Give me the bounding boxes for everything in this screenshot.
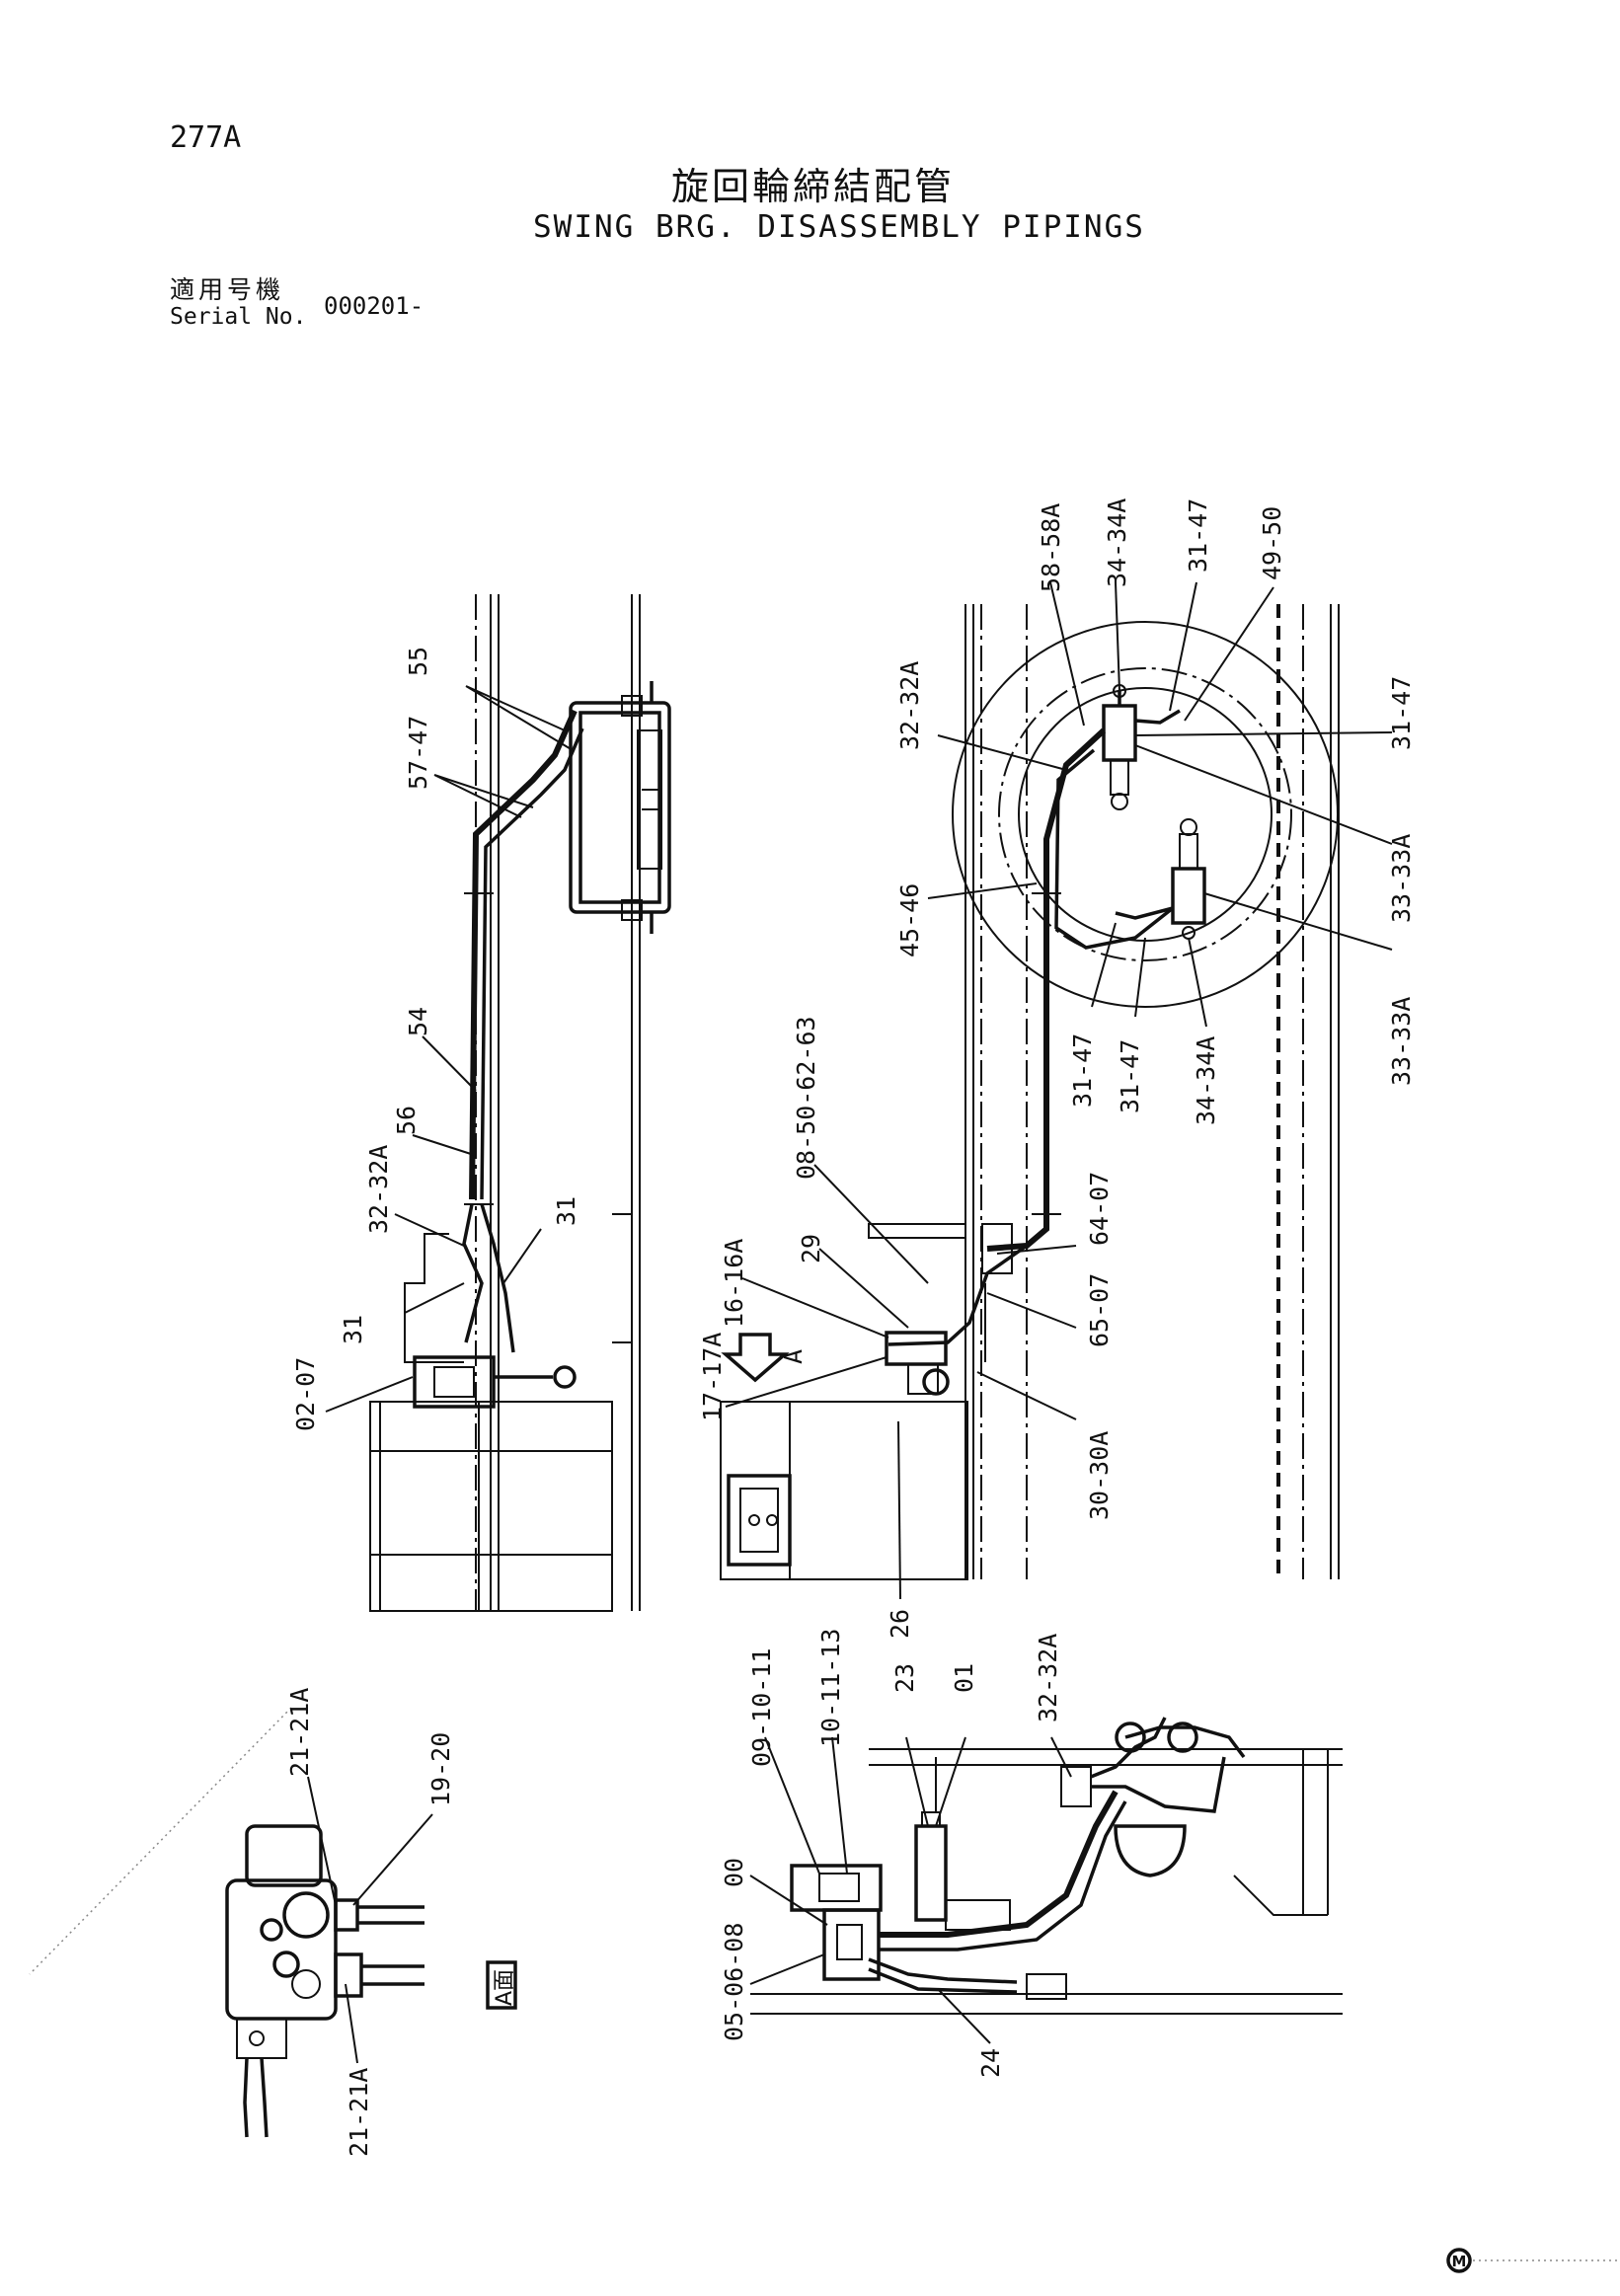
part-label: 26 [886, 1609, 914, 1639]
part-label: 32-32A [895, 661, 924, 750]
part-label: 17-17A [698, 1333, 727, 1421]
part-label: 34-34A [1103, 498, 1131, 587]
page-title-english: SWING BRG. DISASSEMBLY PIPINGS [533, 209, 1145, 245]
arrow-a-label: A [779, 1349, 808, 1364]
part-label: 30-30A [1085, 1431, 1114, 1520]
part-label: 65-07 [1085, 1273, 1114, 1347]
footer-m-text: M [1452, 2253, 1467, 2270]
part-label: 58-58A [1037, 503, 1065, 592]
part-label: 16-16A [720, 1239, 748, 1328]
part-label: 09-10-11 [747, 1648, 776, 1767]
part-label: 31-47 [1387, 676, 1416, 750]
part-label: 00 [720, 1858, 748, 1887]
part-label: 31 [552, 1196, 580, 1226]
part-label: 55 [404, 647, 432, 676]
part-label: 31 [339, 1315, 367, 1344]
serial-number-value: 000201- [324, 292, 424, 320]
page-title-japanese: 旋回輪締結配管 [671, 165, 956, 208]
part-label: 05-06-08 [720, 1923, 748, 2041]
part-label: 54 [404, 1007, 432, 1036]
view-a-label: A面 [493, 1969, 517, 2006]
part-label: 24 [976, 2048, 1005, 2078]
diagram-lower-left-view-a: A面 21-21A 19-20 21-21A [29, 1688, 517, 2157]
part-label: 10-11-13 [816, 1629, 845, 1747]
part-label: 33-33A [1387, 997, 1416, 1086]
part-label: 32-32A [364, 1145, 393, 1234]
page-number: 277A [170, 120, 242, 155]
part-label: 21-21A [285, 1688, 314, 1777]
part-label: 29 [797, 1234, 825, 1263]
part-label: 33-33A [1387, 834, 1416, 923]
part-label: 31-47 [1184, 498, 1212, 573]
diagram-lower-right: 09-10-11 10-11-13 23 01 32-32A 00 05-06-… [720, 1629, 1343, 2078]
part-label: 34-34A [1192, 1036, 1220, 1125]
diagram-upper-left: 55 57-47 54 56 32-32A 31 31 02-07 [291, 594, 671, 1612]
part-label: 01 [950, 1663, 978, 1693]
part-label: 19-20 [426, 1732, 455, 1806]
part-label: 31-47 [1116, 1039, 1144, 1113]
part-label: 56 [392, 1106, 421, 1135]
part-label: 02-07 [291, 1357, 320, 1431]
part-label: 64-07 [1085, 1172, 1114, 1246]
part-label: 21-21A [345, 2068, 373, 2157]
part-label: 23 [890, 1663, 919, 1693]
diagram-upper-right: A 58-58A 34-34A 31-47 49-50 31-47 32-32A… [698, 498, 1416, 1639]
serial-label-japanese: 適用号機 [170, 275, 285, 304]
footer-m-mark: M [1446, 2248, 1620, 2273]
part-label: 08-50-62-63 [792, 1016, 820, 1180]
serial-label-english: Serial No. [170, 304, 307, 330]
part-label: 31-47 [1068, 1033, 1097, 1108]
part-label: 57-47 [404, 716, 432, 790]
part-label: 45-46 [895, 883, 924, 957]
part-label: 32-32A [1034, 1634, 1062, 1722]
part-label: 49-50 [1258, 506, 1286, 580]
